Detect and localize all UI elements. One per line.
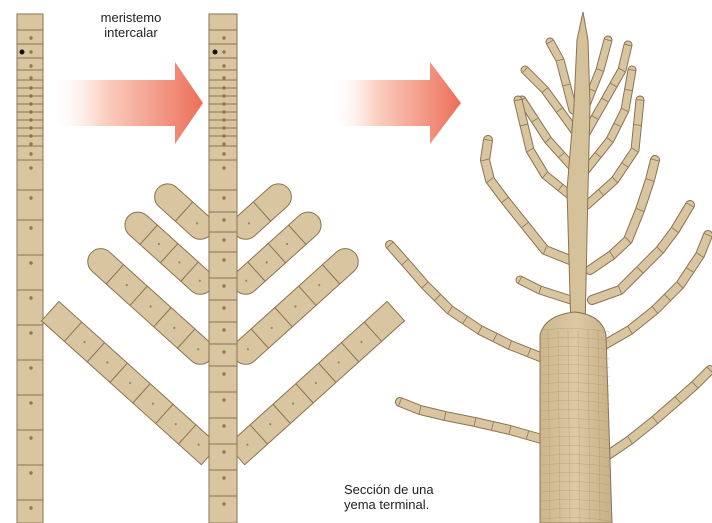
meristem-label-line2: intercalar (88, 25, 174, 40)
cell-nucleus (30, 65, 32, 67)
meristem-label-line1: meristemo (88, 10, 174, 25)
cell-nucleus (223, 259, 225, 261)
cell-nucleus (30, 437, 32, 439)
cell-nucleus (30, 472, 32, 474)
cell-nucleus (30, 77, 32, 79)
cell-nucleus (223, 477, 225, 479)
cell-nucleus (223, 399, 225, 401)
meristem-label: meristemo intercalar (88, 10, 174, 40)
cell-nucleus (223, 197, 225, 199)
cell-nucleus (223, 153, 225, 155)
cell-nucleus (223, 425, 225, 427)
cell-nucleus (30, 367, 32, 369)
cell-nucleus (223, 51, 225, 53)
cell-nucleus (223, 307, 225, 309)
section-caption: Sección de una yema terminal. (344, 482, 504, 512)
cell-nucleus (223, 77, 225, 79)
cell-nucleus (30, 167, 32, 169)
branch-filament (390, 245, 548, 360)
cell-nucleus (223, 239, 225, 241)
cell-nucleus (223, 329, 225, 331)
cell-nucleus (223, 219, 225, 221)
cell-nucleus (223, 503, 225, 505)
cell-nucleus (30, 262, 32, 264)
cell-nucleus (30, 197, 32, 199)
arrow-right-icon (330, 62, 461, 144)
cell-nucleus (30, 332, 32, 334)
cell-nucleus (30, 507, 32, 509)
cell-nucleus (223, 65, 225, 67)
branch-filament (485, 140, 570, 260)
cell-nucleus (30, 402, 32, 404)
cell-nucleus (223, 351, 225, 353)
filament-panel-1 (17, 14, 43, 523)
cell-nucleus (30, 143, 32, 145)
section-caption-line1: Sección de una (344, 482, 504, 497)
arrow-right-icon (50, 62, 203, 144)
cell-nucleus (30, 227, 32, 229)
cell-nucleus (223, 37, 225, 39)
cell-nucleus (223, 451, 225, 453)
cell-nucleus (30, 51, 32, 53)
section-caption-line2: yema terminal. (344, 497, 504, 512)
cell-nucleus (30, 37, 32, 39)
cell-nucleus (223, 143, 225, 145)
cell-nucleus (30, 297, 32, 299)
cell-nucleus (30, 153, 32, 155)
main-axis (567, 12, 590, 330)
meristem-dot (20, 50, 25, 55)
cell-nucleus (223, 285, 225, 287)
cell-nucleus (223, 373, 225, 375)
cell-nucleus (223, 167, 225, 169)
meristem-dot (213, 50, 218, 55)
